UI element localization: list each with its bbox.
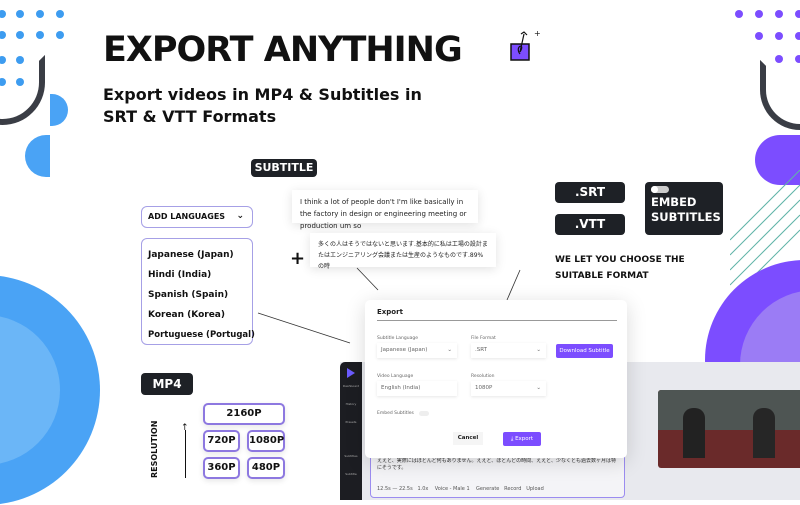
chevron-down-icon: ⌄	[447, 347, 452, 353]
add-languages-dropdown[interactable]: ADD LANGUAGES ⌄	[141, 206, 253, 228]
resolution-2160p[interactable]: 2160P	[203, 403, 285, 425]
sidebar-item[interactable]: History	[345, 402, 357, 406]
sidebar-item[interactable]: Subtitles	[344, 454, 358, 458]
sidebar-item[interactable]: Subtitle	[345, 472, 357, 476]
video-language-field[interactable]: English (India)	[377, 381, 457, 396]
resolution-axis-label: RESOLUTION	[150, 420, 159, 478]
chevron-down-icon: ⌄	[236, 211, 244, 221]
arrow-up-icon: ↑	[181, 423, 189, 478]
language-item[interactable]: Hindi (India)	[148, 270, 212, 280]
modal-title: Export	[377, 308, 617, 321]
english-subtitle-card: I think a lot of people don't I'm like b…	[292, 190, 478, 230]
sidebar-item[interactable]: Dashboard	[342, 384, 360, 388]
sidebar-item[interactable]: Presets	[345, 420, 357, 424]
download-subtitle-button[interactable]: Download Subtitle	[556, 344, 613, 358]
language-item[interactable]: Spanish (Spain)	[148, 290, 229, 300]
subtitle-badge: SUBTITLE	[251, 159, 317, 177]
embed-subtitles-badge: EMBED SUBTITLES	[645, 182, 723, 235]
file-format-select[interactable]: .SRT⌄	[471, 343, 546, 358]
resolution-select[interactable]: 1080P⌄	[471, 381, 546, 396]
page-title: EXPORT ANYTHING	[103, 30, 463, 70]
toggle-icon	[651, 186, 669, 193]
resolution-480p[interactable]: 480P	[247, 457, 285, 479]
logo-icon	[347, 368, 355, 378]
chevron-down-icon: ⌄	[536, 385, 541, 391]
language-item[interactable]: Portuguese (Portugal)	[148, 330, 255, 340]
plus-icon: +	[290, 248, 306, 269]
resolution-360p[interactable]: 360P	[203, 457, 240, 479]
mp4-badge: MP4	[141, 373, 193, 395]
resolution-720p[interactable]: 720P	[203, 430, 240, 452]
export-button[interactable]: ⤓ Export	[503, 432, 541, 446]
embed-subtitles-toggle[interactable]	[419, 411, 429, 416]
format-caption: WE LET YOU CHOOSE THE SUITABLE FORMAT	[555, 255, 685, 281]
segment-controls: 12.5s — 22.5s 1.0x Voice - Male 1 Genera…	[377, 486, 544, 492]
srt-badge: .SRT	[555, 182, 625, 203]
export-box-icon: +	[510, 29, 541, 61]
transcript-editor[interactable]: ええと、実際にはほとんど何もありません。ええと、ほとんどの時間、ええと、少なくと…	[370, 452, 625, 498]
vtt-badge: .VTT	[555, 214, 625, 235]
export-modal: Export Subtitle Language Japanese (Japan…	[365, 300, 627, 458]
svg-text:+: +	[534, 29, 541, 38]
japanese-subtitle-card: 多くの人はそうではないと思います.基本的に私は工場の設計またはエンジニアリング会…	[310, 233, 496, 270]
app-sidebar: Dashboard History Presets Subtitles Subt…	[340, 362, 362, 500]
language-item[interactable]: Japanese (Japan)	[148, 250, 234, 260]
subtitle-language-select[interactable]: Japanese (Japan)⌄	[377, 343, 457, 358]
video-preview[interactable]	[658, 390, 800, 468]
language-list: Japanese (Japan) Hindi (India) Spanish (…	[141, 238, 255, 345]
resolution-1080p[interactable]: 1080P	[247, 430, 285, 452]
language-item[interactable]: Korean (Korea)	[148, 310, 225, 320]
chevron-down-icon: ⌄	[536, 347, 541, 353]
download-icon: ⤓	[510, 436, 516, 442]
cancel-button[interactable]: Cancel	[453, 432, 483, 445]
